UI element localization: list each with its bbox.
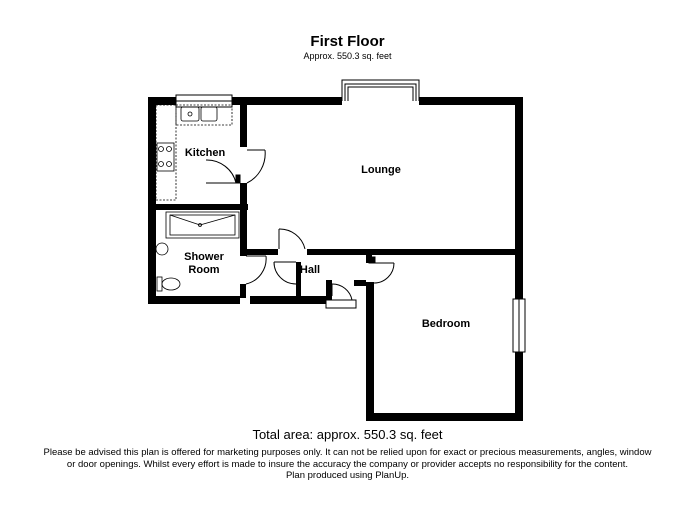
hall-inner-door <box>273 261 297 285</box>
shower-fittings <box>155 211 240 292</box>
disclaimer-line-2: or door openings. Whilst every effort is… <box>66 458 629 470</box>
disclaimer-line-1: Please be advised this plan is offered f… <box>43 447 652 458</box>
floor-plan: Kitchen Lounge Shower Room Hall Bedroom <box>148 79 526 421</box>
lounge-label: Lounge <box>361 164 401 176</box>
plan-subtitle: Approx. 550.3 sq. feet <box>303 51 392 61</box>
plan-title: First Floor <box>310 33 385 50</box>
bay-window <box>341 79 420 101</box>
disclaimer-line-3: Plan produced using PlanUp. <box>285 470 410 481</box>
disclaimer: Please be advised this plan is offered f… <box>8 447 687 482</box>
hall-label: Hall <box>300 264 320 276</box>
shower-room-label-line1: Shower <box>184 251 224 263</box>
shower-room-label-line2: Room <box>188 264 219 276</box>
kitchen-doors <box>205 149 266 184</box>
kitchen-units <box>155 104 233 201</box>
bedroom-window <box>512 298 526 353</box>
interior-walls <box>156 105 523 304</box>
bedroom-door <box>368 256 395 284</box>
outer-walls <box>148 97 523 421</box>
bedroom-label: Bedroom <box>422 318 471 330</box>
entry-door <box>325 283 357 309</box>
shower-door <box>245 255 267 285</box>
total-area: Total area: approx. 550.3 sq. feet <box>252 427 443 442</box>
lounge-door <box>278 228 306 250</box>
kitchen-label: Kitchen <box>185 147 226 159</box>
